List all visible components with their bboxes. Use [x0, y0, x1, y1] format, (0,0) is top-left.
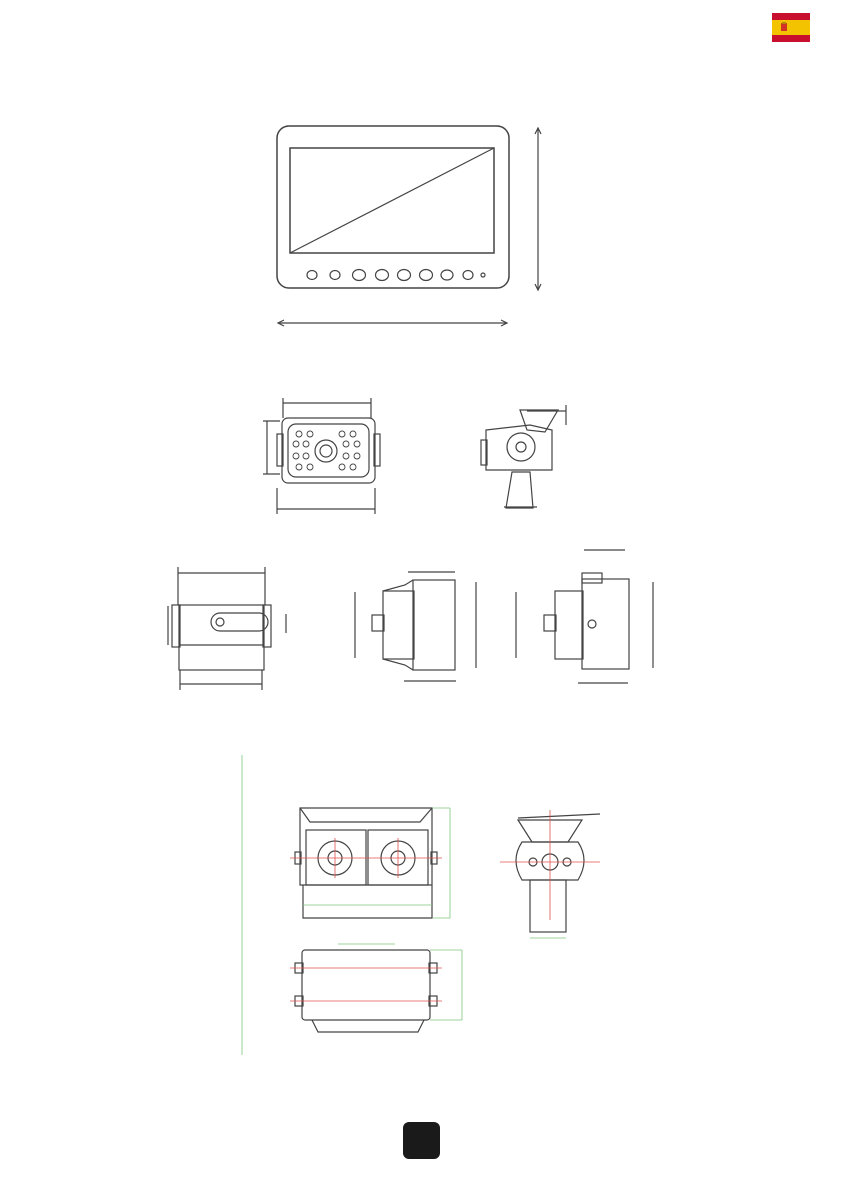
- double-camera-top-drawing: [295, 950, 437, 1032]
- double-camera-side-drawing: [516, 814, 600, 932]
- camera-side-view-b-drawing: [516, 550, 653, 683]
- monitor-dimension-drawing: [277, 126, 541, 326]
- camera-side-bracket-drawing: [481, 405, 566, 508]
- camera-side-view-a-drawing: [355, 572, 476, 681]
- camera-front-dimension-drawing: [263, 398, 380, 514]
- camera-top-dimension-drawing: [168, 567, 286, 690]
- page-number-badge: [403, 1122, 440, 1159]
- double-camera-front-drawing: [295, 808, 437, 918]
